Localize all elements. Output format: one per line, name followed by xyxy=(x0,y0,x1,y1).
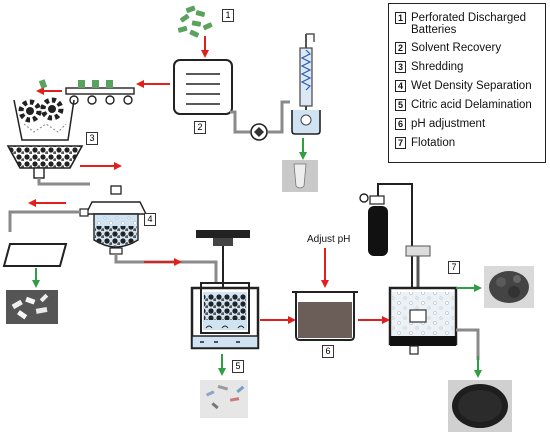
step-tag-5: 5 xyxy=(232,360,244,373)
step-tag-3: 3 xyxy=(86,132,98,145)
air-cylinder xyxy=(359,193,388,256)
conveyor-belt xyxy=(65,80,135,105)
pump-icon xyxy=(250,123,268,141)
air-line xyxy=(377,183,413,300)
pipe-flotation-underflow xyxy=(456,328,480,360)
flotation-cell xyxy=(388,245,458,355)
step-tag-4: 4 xyxy=(144,213,156,226)
shredder-machine xyxy=(6,97,84,179)
step-tag-6: 6 xyxy=(322,345,334,358)
legend-number: 1 xyxy=(395,12,406,24)
ph-adjustment-beaker xyxy=(292,291,358,341)
legend-item-7: 7 Flotation xyxy=(395,137,545,149)
adjust-ph-label: Adjust pH xyxy=(307,234,351,245)
legend-label: Flotation xyxy=(411,137,456,149)
pipe-separator-float xyxy=(8,210,80,232)
pipe-oven-to-condenser xyxy=(230,100,290,134)
legend-number: 7 xyxy=(395,137,406,149)
solvent-recovery-oven xyxy=(173,59,233,115)
gear-icon xyxy=(18,99,42,123)
gear-icon xyxy=(40,97,64,121)
legend-item-4: 4 Wet Density Separation xyxy=(395,80,545,92)
delamination-reactor xyxy=(190,230,260,350)
density-separator xyxy=(79,185,148,255)
legend-item-2: 2 Solvent Recovery xyxy=(395,42,545,54)
pipe-shredder-to-separator xyxy=(37,178,90,186)
dropping-battery-icon xyxy=(38,79,48,89)
legend-label: Citric acid Delamination xyxy=(411,99,532,111)
legend-label: Wet Density Separation xyxy=(411,80,532,92)
step-tag-1: 1 xyxy=(222,9,234,22)
legend-number: 4 xyxy=(395,80,406,92)
batteries-cluster-icon xyxy=(177,5,213,38)
graphite-froth-photo xyxy=(484,266,534,308)
legend-label: Perforated Discharged Batteries xyxy=(411,12,527,36)
pipe-separator-sink xyxy=(114,254,218,284)
collection-beaker xyxy=(291,110,321,135)
legend-number: 6 xyxy=(395,118,406,130)
delaminated-foils-photo xyxy=(200,380,248,418)
plastic-fraction-photo xyxy=(6,290,58,324)
legend-label: Shredding xyxy=(411,61,464,73)
legend-number: 2 xyxy=(395,42,406,54)
cathode-material-photo xyxy=(448,380,512,432)
legend-item-5: 5 Citric acid Delamination xyxy=(395,99,545,111)
condenser-column xyxy=(299,33,315,112)
legend-item-3: 3 Shredding xyxy=(395,61,545,73)
legend-item-6: 6 pH adjustment xyxy=(395,118,545,130)
legend-label: Solvent Recovery xyxy=(411,42,502,54)
legend-label: pH adjustment xyxy=(411,118,486,130)
legend-number: 5 xyxy=(395,99,406,111)
step-tag-7: 7 xyxy=(448,261,460,274)
legend-item-1: 1 Perforated Discharged Batteries xyxy=(395,12,545,36)
legend: 1 Perforated Discharged Batteries 2 Solv… xyxy=(388,3,546,163)
float-collection-funnel xyxy=(2,243,68,267)
legend-number: 3 xyxy=(395,61,406,73)
recovered-solvent-photo xyxy=(282,160,318,192)
step-tag-2: 2 xyxy=(194,121,206,134)
